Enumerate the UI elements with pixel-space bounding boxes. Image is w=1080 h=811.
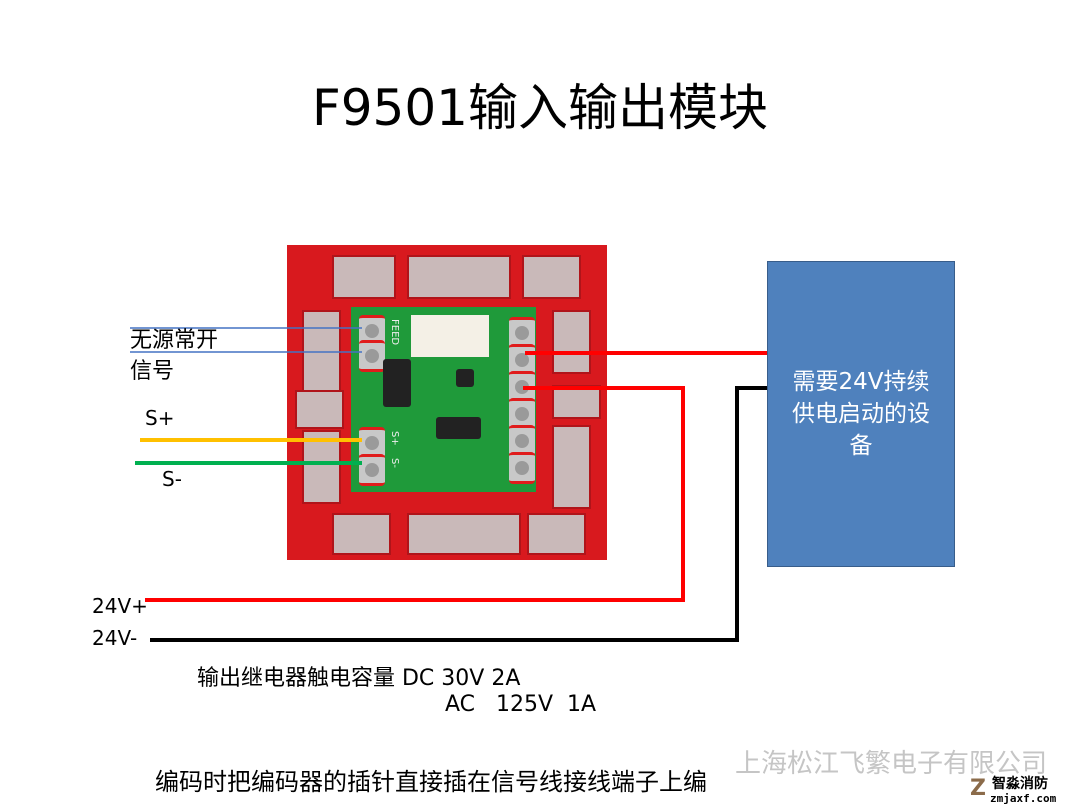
module-photo: FEED S+ S-	[287, 245, 607, 560]
capacitor	[436, 417, 481, 439]
s-minus-label: S-	[162, 467, 182, 491]
24v-plus-wire	[145, 386, 685, 602]
jumper	[456, 369, 474, 387]
terminal-feed-2	[359, 340, 385, 372]
terminal-s-plus	[359, 427, 385, 459]
s-minus-mark: S-	[389, 458, 400, 468]
dry-contact-label-1: 无源常开	[130, 328, 219, 353]
s-plus-label: S+	[145, 406, 175, 430]
watermark-site: zmjaxf.com	[990, 792, 1057, 805]
capacitor	[383, 359, 411, 407]
watermark-company: 上海松江飞繁电子有限公司	[735, 749, 1048, 779]
24v-plus-label: 24V+	[92, 594, 148, 618]
relay-rating-ac: AC 125V 1A	[445, 692, 597, 717]
footer-note: 编码时把编码器的插针直接插在信号线接线端子上编	[155, 768, 707, 796]
slide-title: F9501输入输出模块	[311, 79, 768, 137]
s-plus-mark: S+	[389, 431, 400, 446]
relay-rating-dc: 输出继电器触电容量 DC 30V 2A	[197, 666, 521, 691]
watermark-brand: 智淼消防	[992, 776, 1048, 792]
pcb-board: FEED S+ S-	[351, 307, 536, 492]
device-box-line3: 备	[849, 433, 873, 459]
terminal-out-5	[509, 425, 535, 457]
device-box: 需要24V持续 供电启动的设 备	[767, 261, 955, 567]
terminal-out-4	[509, 398, 535, 430]
feed-mark: FEED	[389, 319, 400, 346]
24v-minus-label: 24V-	[92, 626, 138, 650]
dry-contact-label-2: 信号	[130, 359, 175, 384]
terminal-out-2	[509, 344, 535, 376]
terminal-s-minus	[359, 454, 385, 486]
device-box-line2: 供电启动的设	[792, 401, 930, 427]
brand-logo-icon: Z	[970, 776, 986, 801]
terminal-out-6	[509, 452, 535, 484]
24v-minus-wire	[150, 386, 767, 642]
relay	[411, 315, 489, 357]
device-box-line1: 需要24V持续	[792, 369, 930, 395]
